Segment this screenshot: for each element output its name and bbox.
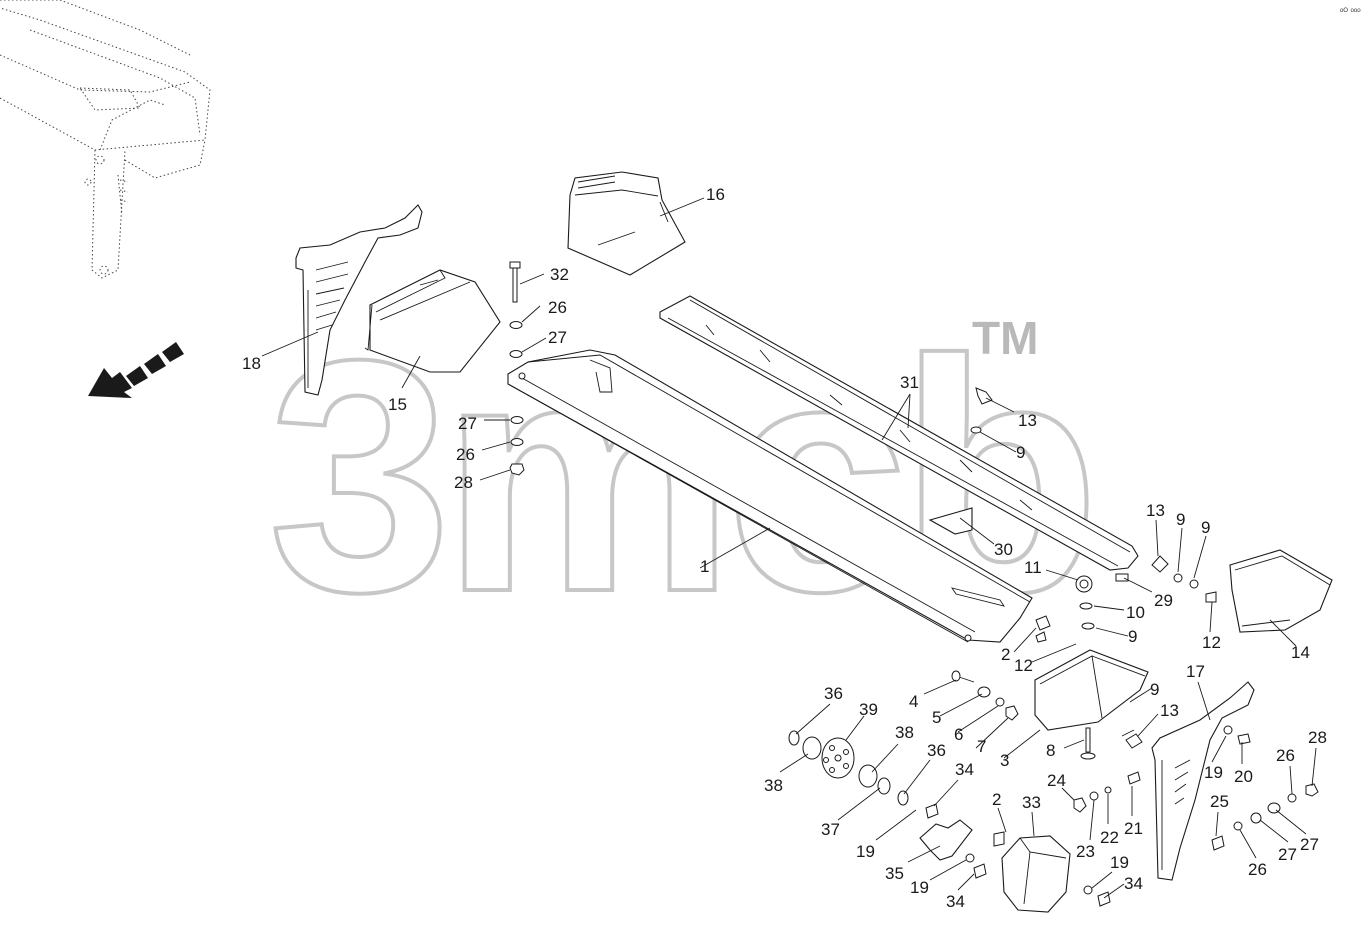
machine-frame-outline	[0, 0, 211, 279]
callout-2-lower: 2	[992, 790, 1001, 809]
callout-33: 33	[1022, 793, 1041, 812]
callout-27-right: 27	[1300, 835, 1319, 854]
callout-labels: 1 2 2 3 4 5 6 7 8 9 9 9 9 9 10 11 12 12 …	[242, 185, 1327, 911]
part-16-upper-cover	[567, 171, 686, 276]
callout-6: 6	[954, 725, 963, 744]
callout-14: 14	[1291, 643, 1310, 662]
callout-9-mid: 9	[1128, 627, 1137, 646]
callout-28-right: 28	[1308, 728, 1327, 747]
callout-9-top: 9	[1016, 443, 1025, 462]
callout-7: 7	[977, 737, 986, 756]
callout-27-left: 27	[458, 414, 477, 433]
callout-24: 24	[1047, 771, 1066, 790]
leader-lines	[261, 197, 1317, 899]
callout-9-right-a: 9	[1176, 510, 1185, 529]
callout-20: 20	[1234, 767, 1253, 786]
callout-26-left: 26	[456, 445, 475, 464]
callout-13-top: 13	[1018, 411, 1037, 430]
pulley-assembly	[788, 730, 909, 806]
callout-19-right: 19	[1204, 763, 1223, 782]
part-30-small-bracket	[928, 507, 973, 535]
callout-4: 4	[909, 692, 918, 711]
callout-26-right: 26	[1276, 746, 1295, 765]
callout-15: 15	[388, 395, 407, 414]
part-35-clamp-bracket	[919, 819, 973, 861]
callout-19-b: 19	[910, 878, 929, 897]
callout-36: 36	[824, 684, 843, 703]
part-3-bottom-cover	[1034, 649, 1149, 731]
svg-text:TM: TM	[972, 312, 1038, 364]
callout-17: 17	[1186, 662, 1205, 681]
callout-27-low: 27	[1278, 845, 1297, 864]
small-hardware	[925, 387, 1319, 907]
callout-21: 21	[1124, 819, 1143, 838]
callout-13-lower: 13	[1160, 701, 1179, 720]
bolt-stack-left	[509, 261, 525, 476]
part-1-main-pan	[507, 349, 1033, 643]
callout-8: 8	[1046, 741, 1055, 760]
callout-32: 32	[550, 265, 569, 284]
callout-23: 23	[1076, 842, 1095, 861]
part-15-left-cover	[364, 269, 501, 373]
callout-34: 34	[955, 760, 974, 779]
callout-10: 10	[1126, 603, 1145, 622]
callout-34-right: 34	[1124, 874, 1143, 893]
part-18-left-side-bracket	[295, 204, 423, 396]
callout-9-lower: 9	[1150, 680, 1159, 699]
callout-29: 29	[1154, 591, 1173, 610]
callout-38-left: 38	[764, 776, 783, 795]
corner-mark: ᵒᴼ ᵒᵒᵒ	[1340, 6, 1361, 16]
callout-30: 30	[994, 540, 1013, 559]
callout-36-b: 36	[927, 741, 946, 760]
callout-19-a: 19	[856, 842, 875, 861]
callout-34-low: 34	[946, 892, 965, 911]
callout-12: 12	[1014, 656, 1033, 675]
callout-39: 39	[859, 700, 878, 719]
callout-9-right-b: 9	[1201, 518, 1210, 537]
callout-11: 11	[1024, 558, 1042, 577]
direction-arrow-icon	[88, 342, 184, 398]
part-17-right-side-bracket	[1151, 681, 1255, 881]
callout-3: 3	[1000, 751, 1009, 770]
callout-22: 22	[1100, 828, 1119, 847]
callout-26-top: 26	[548, 298, 567, 317]
callout-27-top: 27	[548, 328, 567, 347]
callout-37: 37	[821, 820, 840, 839]
callout-5: 5	[932, 708, 941, 727]
part-14-right-cover	[1229, 549, 1333, 633]
callout-28-left: 28	[454, 473, 473, 492]
callout-31: 31	[900, 373, 919, 392]
callout-38-right: 38	[895, 723, 914, 742]
callout-13-mid: 13	[1146, 501, 1165, 520]
callout-16: 16	[706, 185, 725, 204]
callout-2: 2	[1001, 645, 1010, 664]
callout-18: 18	[242, 354, 261, 373]
callout-26-low: 26	[1248, 860, 1267, 879]
callout-19-c: 19	[1110, 853, 1129, 872]
callout-1: 1	[700, 557, 709, 576]
callout-25: 25	[1210, 792, 1229, 811]
callout-35: 35	[885, 864, 904, 883]
part-33-guard-box	[1001, 835, 1071, 913]
part-31-rear-pan	[659, 295, 1139, 571]
callout-12-right: 12	[1202, 633, 1221, 652]
